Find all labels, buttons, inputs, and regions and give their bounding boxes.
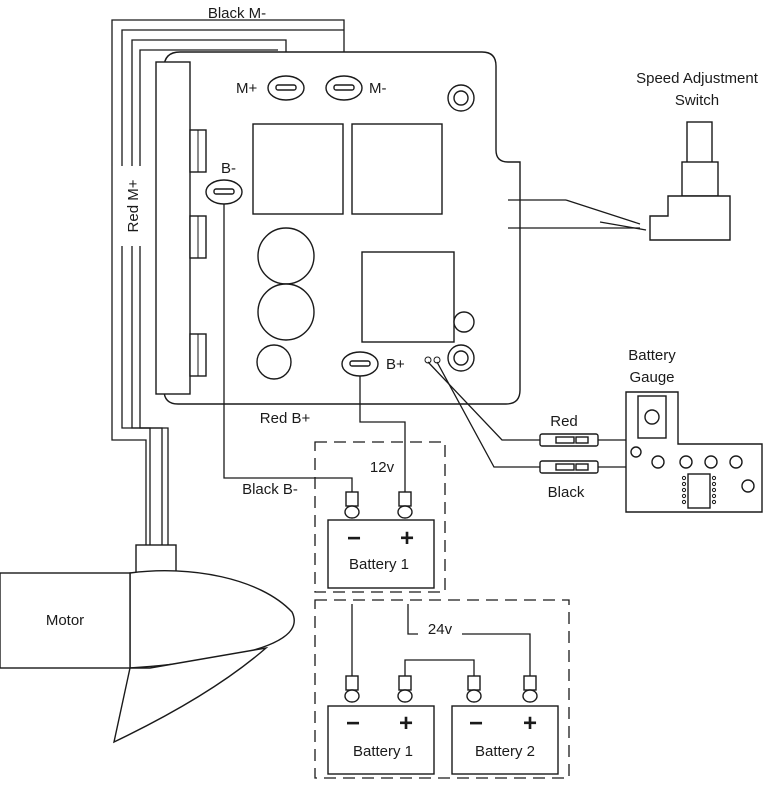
battery-24v-2-plus-sign: + bbox=[523, 710, 537, 737]
label-speed-switch-line2: Switch bbox=[675, 92, 719, 109]
label-gauge-black: Black bbox=[548, 484, 585, 501]
terminal-b-minus[interactable] bbox=[205, 179, 243, 205]
label-b-minus: B- bbox=[221, 160, 236, 177]
mounting-hole-bottom bbox=[447, 344, 475, 372]
inline-fuse-black bbox=[539, 460, 599, 474]
label-black-b-minus: Black B- bbox=[242, 481, 298, 498]
capacitor-3 bbox=[256, 344, 292, 380]
wire-black-b-minus bbox=[223, 204, 353, 494]
config-12v-frame bbox=[314, 441, 446, 593]
battery-12v-minus-sign: − bbox=[347, 525, 361, 552]
label-red-m-plus: Red M+ bbox=[125, 179, 142, 232]
label-battery-gauge-line2: Gauge bbox=[629, 369, 674, 386]
battery-gauge bbox=[625, 391, 763, 513]
battery-24v-1-minus-sign: − bbox=[346, 710, 360, 737]
component-block-3 bbox=[361, 251, 455, 343]
speed-switch-cable bbox=[508, 199, 647, 231]
battery-24v-1-plus-sign: + bbox=[399, 710, 413, 737]
terminal-b-plus[interactable] bbox=[341, 351, 379, 377]
gauge-terminal-1 bbox=[424, 356, 432, 364]
battery-24v-2-minus-sign: − bbox=[469, 710, 483, 737]
wire-red-b-plus bbox=[359, 376, 406, 494]
component-block-1 bbox=[252, 123, 344, 215]
trolling-motor bbox=[0, 544, 295, 744]
label-speed-switch-line1: Speed Adjustment bbox=[636, 70, 759, 87]
label-battery-12v: Battery 1 bbox=[349, 556, 409, 573]
label-battery-gauge-line1: Battery bbox=[628, 347, 676, 364]
label-gauge-red: Red bbox=[550, 413, 578, 430]
battery-24v-2 bbox=[451, 675, 559, 775]
label-m-plus: M+ bbox=[236, 80, 257, 97]
battery-12v-plus-sign: + bbox=[400, 525, 414, 552]
capacitor-1 bbox=[257, 227, 315, 285]
small-component bbox=[453, 311, 475, 333]
label-battery-24v-2: Battery 2 bbox=[475, 743, 535, 760]
battery-12v bbox=[327, 491, 435, 589]
motor-wire-black-m-minus bbox=[111, 19, 345, 545]
wires-24v bbox=[351, 604, 531, 676]
terminal-m-plus[interactable] bbox=[267, 75, 305, 101]
battery-24v-1 bbox=[327, 675, 435, 775]
component-block-2 bbox=[351, 123, 443, 215]
label-m-minus: M- bbox=[369, 80, 387, 97]
inline-fuse-red bbox=[539, 433, 599, 447]
label-motor: Motor bbox=[46, 612, 84, 629]
label-b-plus: B+ bbox=[386, 356, 405, 373]
gauge-wire-red bbox=[427, 361, 626, 441]
label-red-b-plus: Red B+ bbox=[260, 410, 311, 427]
speed-adjustment-switch[interactable] bbox=[649, 121, 731, 241]
label-black-m-minus: Black M- bbox=[208, 5, 266, 22]
label-24v: 24v bbox=[428, 621, 453, 638]
mounting-hole-top bbox=[447, 84, 475, 112]
terminal-m-minus[interactable] bbox=[325, 75, 363, 101]
capacitor-2 bbox=[257, 283, 315, 341]
gauge-wire-black bbox=[436, 361, 626, 468]
label-battery-24v-1: Battery 1 bbox=[353, 743, 413, 760]
heatsink-strip bbox=[155, 61, 207, 395]
config-24v-frame bbox=[314, 599, 570, 779]
label-12v: 12v bbox=[370, 459, 395, 476]
